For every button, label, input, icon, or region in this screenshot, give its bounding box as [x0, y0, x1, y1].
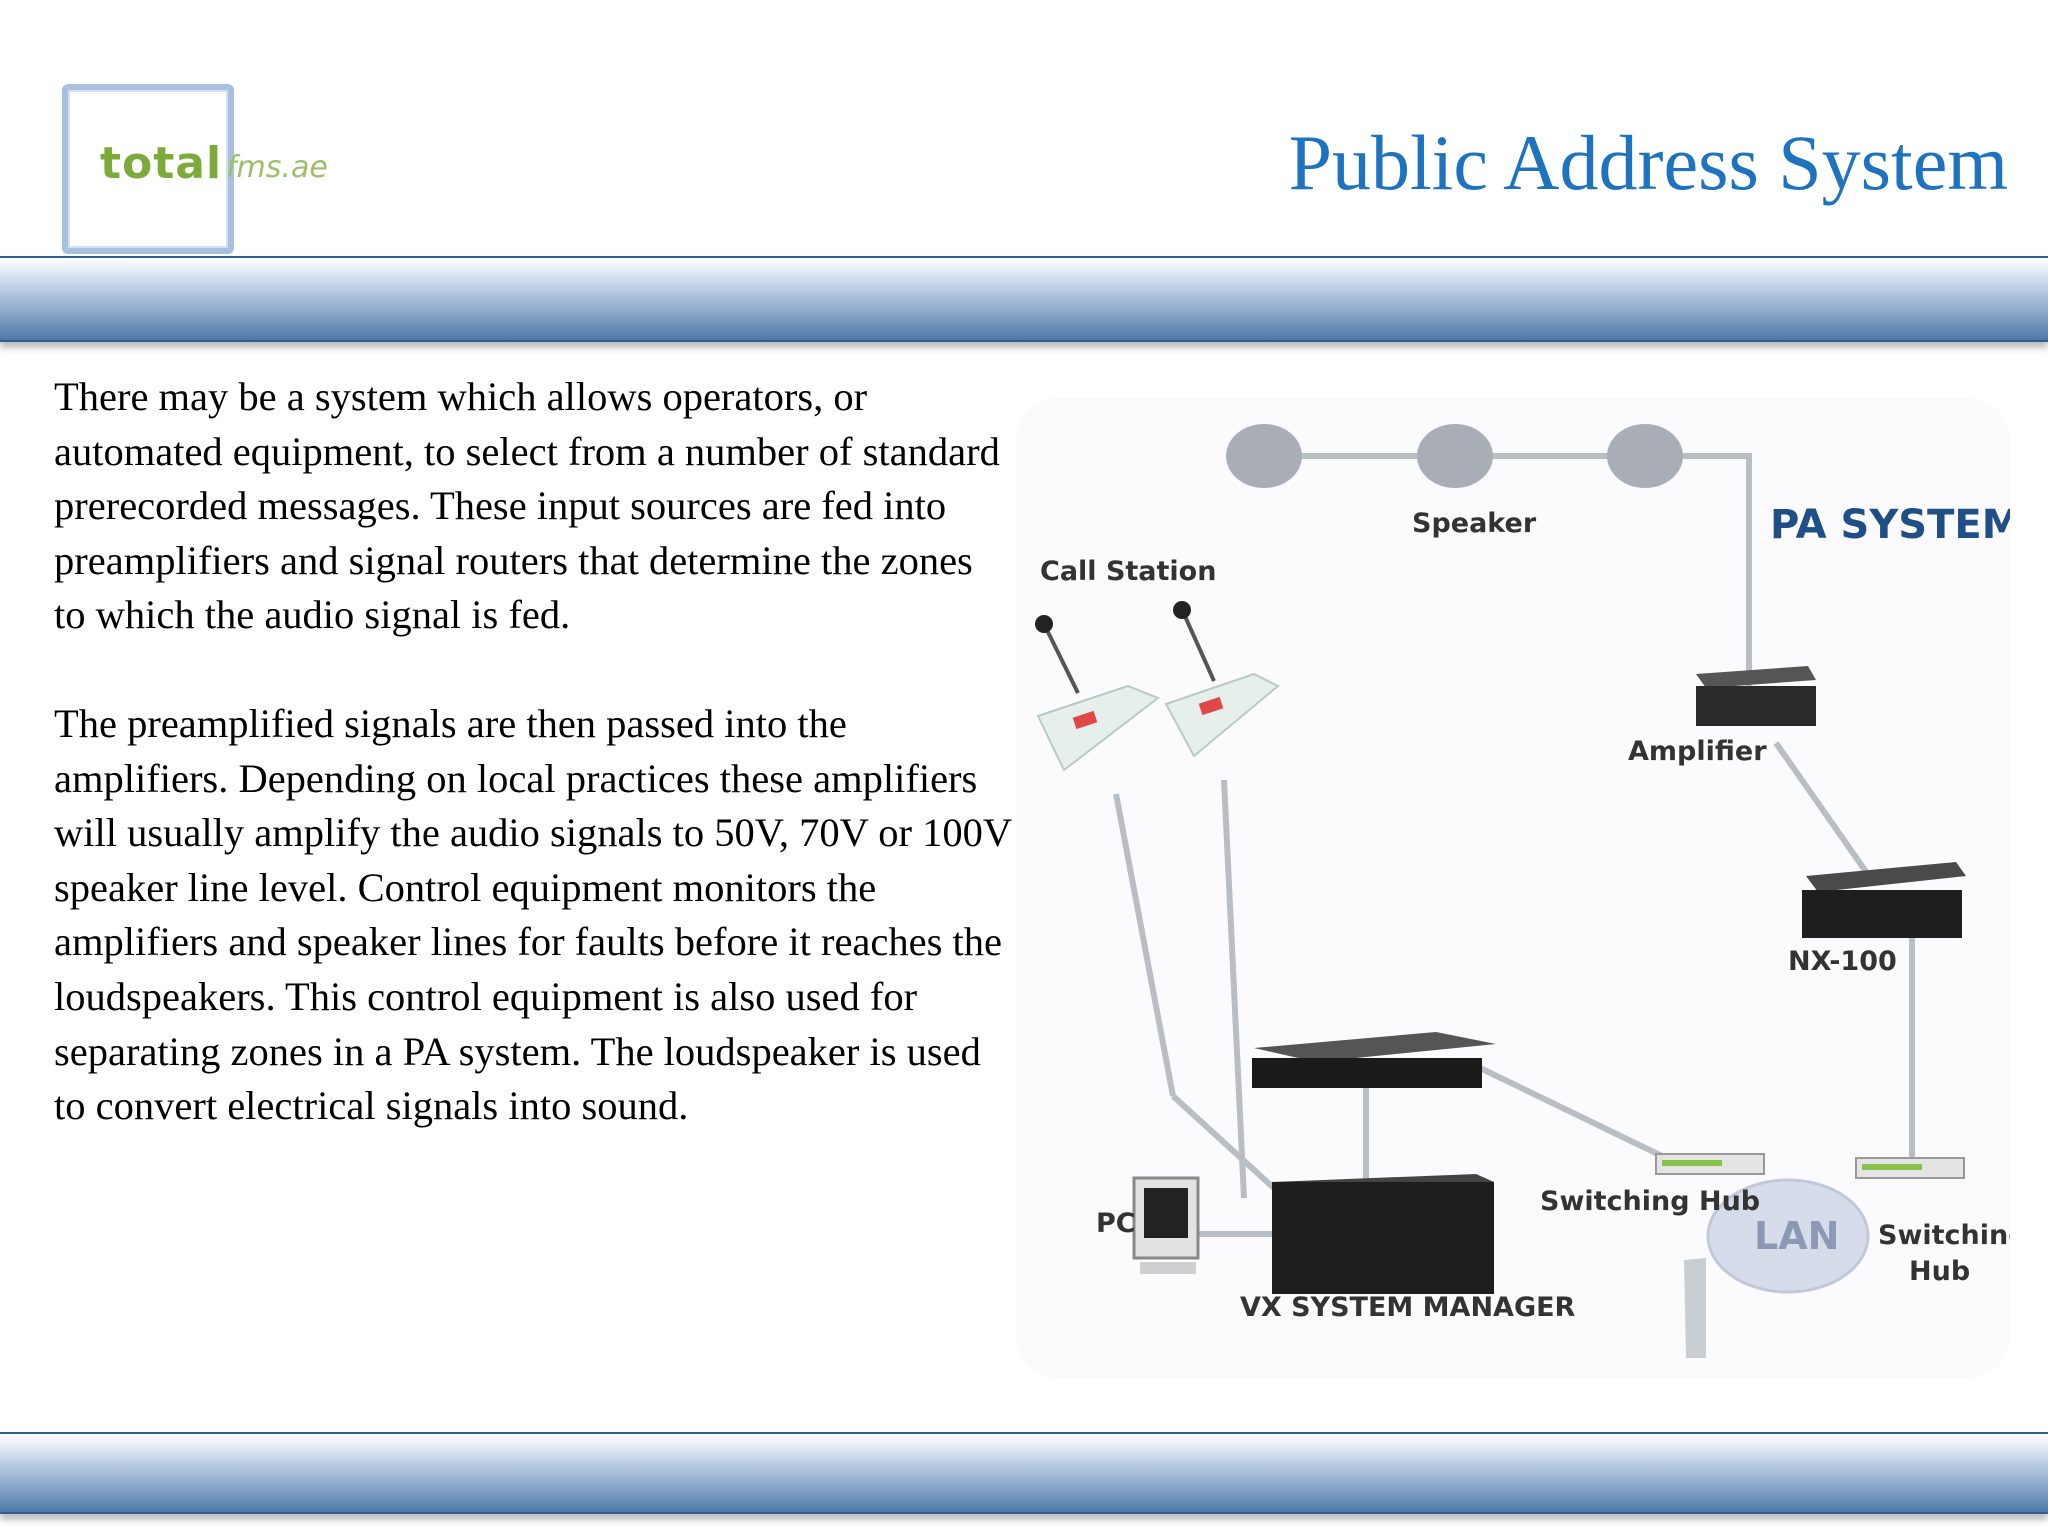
speaker-label: Speaker	[1412, 508, 1537, 539]
amplifier-label: Amplifier	[1628, 736, 1767, 767]
network-router-icon	[1252, 1032, 1496, 1088]
switching-hub-2-label-line1: Switching	[1878, 1220, 2010, 1251]
call-station-icon	[1164, 601, 1280, 758]
vx-system-manager-label: VX SYSTEM MANAGER	[1240, 1292, 1576, 1323]
company-logo-frame	[62, 84, 234, 254]
speaker-icon	[1607, 424, 1683, 488]
speaker-icon	[1226, 424, 1302, 488]
speaker-to-amplifier-line	[1746, 453, 1752, 690]
amplifier-icon	[1696, 666, 1816, 726]
callstation2-to-vx-line	[1221, 779, 1247, 1199]
slide-body: There may be a system which allows opera…	[54, 370, 1014, 1188]
slide-title: Public Address System	[1288, 119, 2008, 206]
footer-divider-bar	[0, 1432, 2048, 1514]
speakers	[1226, 424, 1683, 488]
call-station-label: Call Station	[1040, 556, 1216, 587]
body-paragraph-1: There may be a system which allows opera…	[54, 374, 1000, 638]
callstation1-line	[1113, 793, 1176, 1097]
pc-icon	[1132, 1176, 1200, 1274]
lan-cloud-icon	[1684, 1178, 1870, 1358]
amplifier-to-nx100-line	[1773, 741, 1872, 878]
connection-lines	[1113, 453, 1915, 1237]
pa-system-diagram: Speaker PA SYSTEM Call Station Amplifier…	[1016, 398, 2010, 1378]
callstation1-to-vx-line	[1170, 1093, 1279, 1193]
speaker-icon	[1417, 424, 1493, 488]
diagram-title: PA SYSTEM	[1770, 502, 2010, 548]
call-station-icon	[1035, 615, 1161, 772]
pc-label: PC	[1096, 1208, 1136, 1239]
router-to-hub-line	[1474, 1063, 1668, 1161]
switching-hub-2-label-line2: Hub	[1909, 1256, 1970, 1287]
switching-hub-icon	[1655, 1153, 1765, 1175]
company-logo-domain: fms.ae	[226, 150, 328, 185]
nx100-icon	[1802, 862, 1966, 938]
switching-hub-icon	[1855, 1157, 1965, 1179]
vx-system-manager-icon	[1272, 1174, 1494, 1294]
header-divider-bar	[0, 256, 2048, 342]
pa-diagram-svg: Speaker PA SYSTEM Call Station Amplifier…	[1035, 424, 2010, 1358]
company-logo-word: total	[100, 138, 223, 189]
switching-hub-label: Switching Hub	[1540, 1186, 1760, 1217]
lan-label: LAN	[1754, 1214, 1839, 1258]
call-stations	[1035, 601, 1280, 772]
body-paragraph-2: The preamplified signals are then passed…	[54, 700, 1012, 1129]
nx100-label: NX-100	[1788, 946, 1897, 977]
